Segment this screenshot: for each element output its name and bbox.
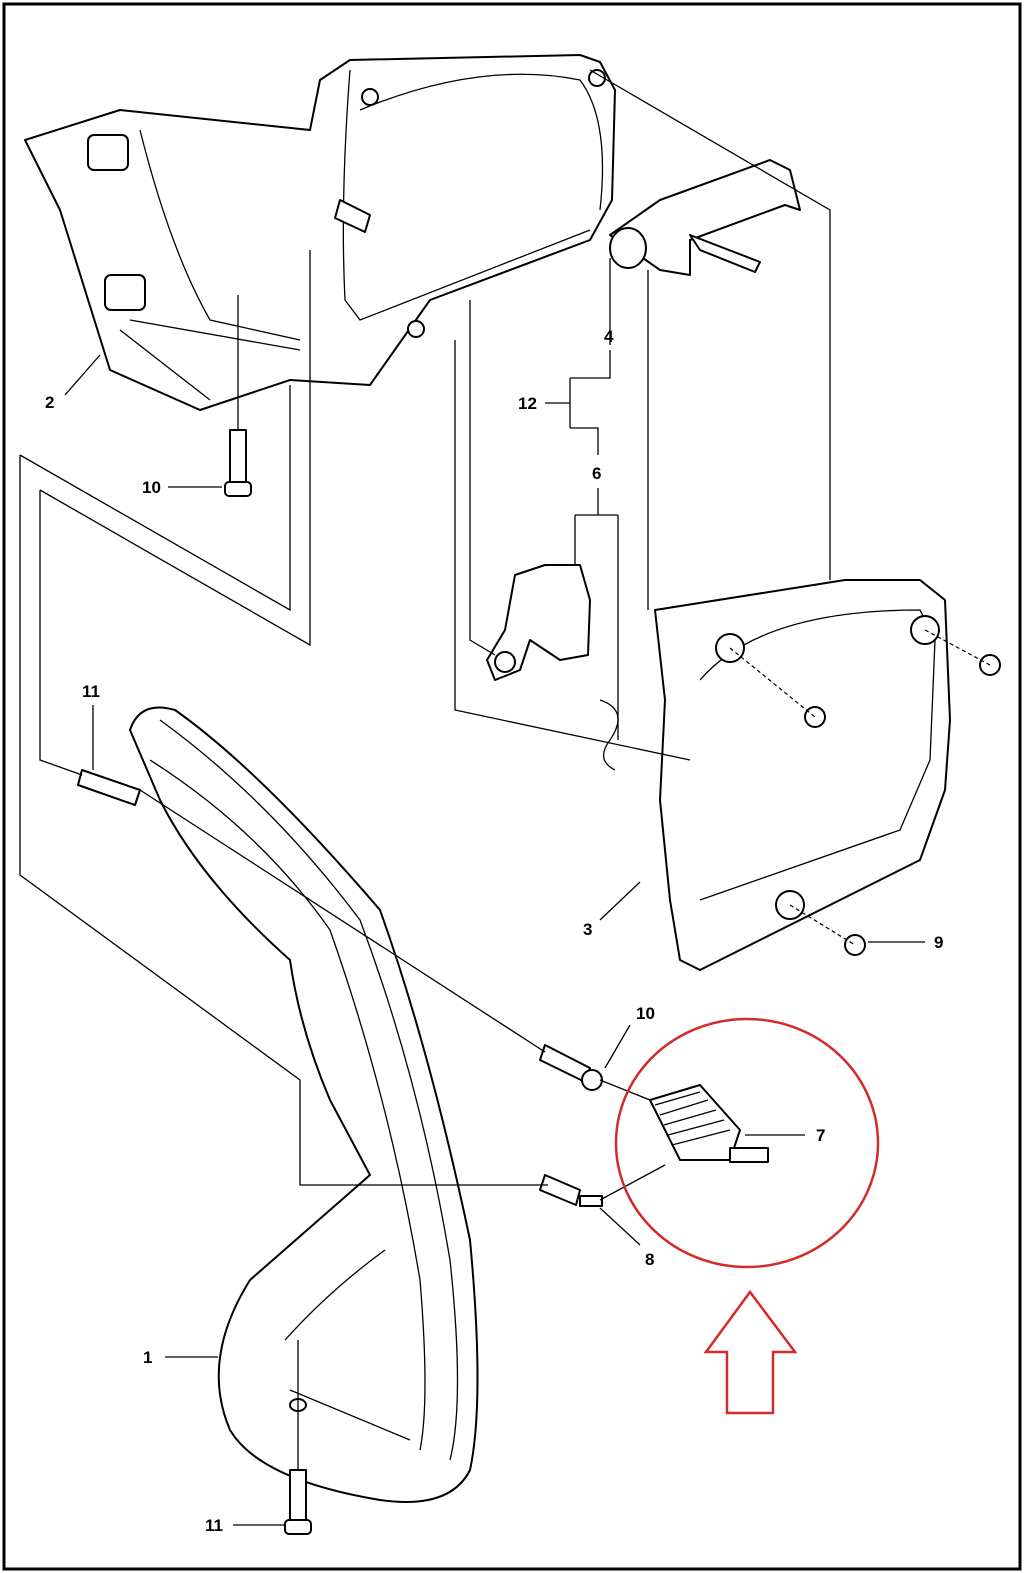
labels: 2 10 4 12 6 11 3 9 10 7 8 1 11 [45,258,943,1535]
label-part-3: 3 [583,920,592,939]
assembly-lines [19,69,991,1470]
label-part-11-bottom: 11 [205,1516,223,1535]
part-4-lever [609,159,801,276]
part-6-brake-lever [486,564,619,771]
screws [77,429,1001,1535]
label-part-10-top: 10 [142,478,161,497]
highlight-circle [614,1017,880,1269]
label-part-4: 4 [604,327,614,346]
label-part-9: 9 [934,933,943,952]
label-part-8: 8 [645,1250,654,1269]
label-part-12: 12 [518,394,537,413]
part-3-cover [654,579,951,971]
label-part-11-top: 11 [82,682,100,701]
label-part-2: 2 [45,393,54,412]
label-part-1: 1 [143,1348,152,1367]
part-7-spring [649,1084,769,1163]
part-2-housing [24,54,616,411]
label-part-6: 6 [592,464,601,483]
part-1-front-handle [129,706,479,1503]
highlight-arrow-up-icon [703,1289,798,1415]
label-part-10-bottom: 10 [636,1004,655,1023]
label-part-7: 7 [816,1126,825,1145]
